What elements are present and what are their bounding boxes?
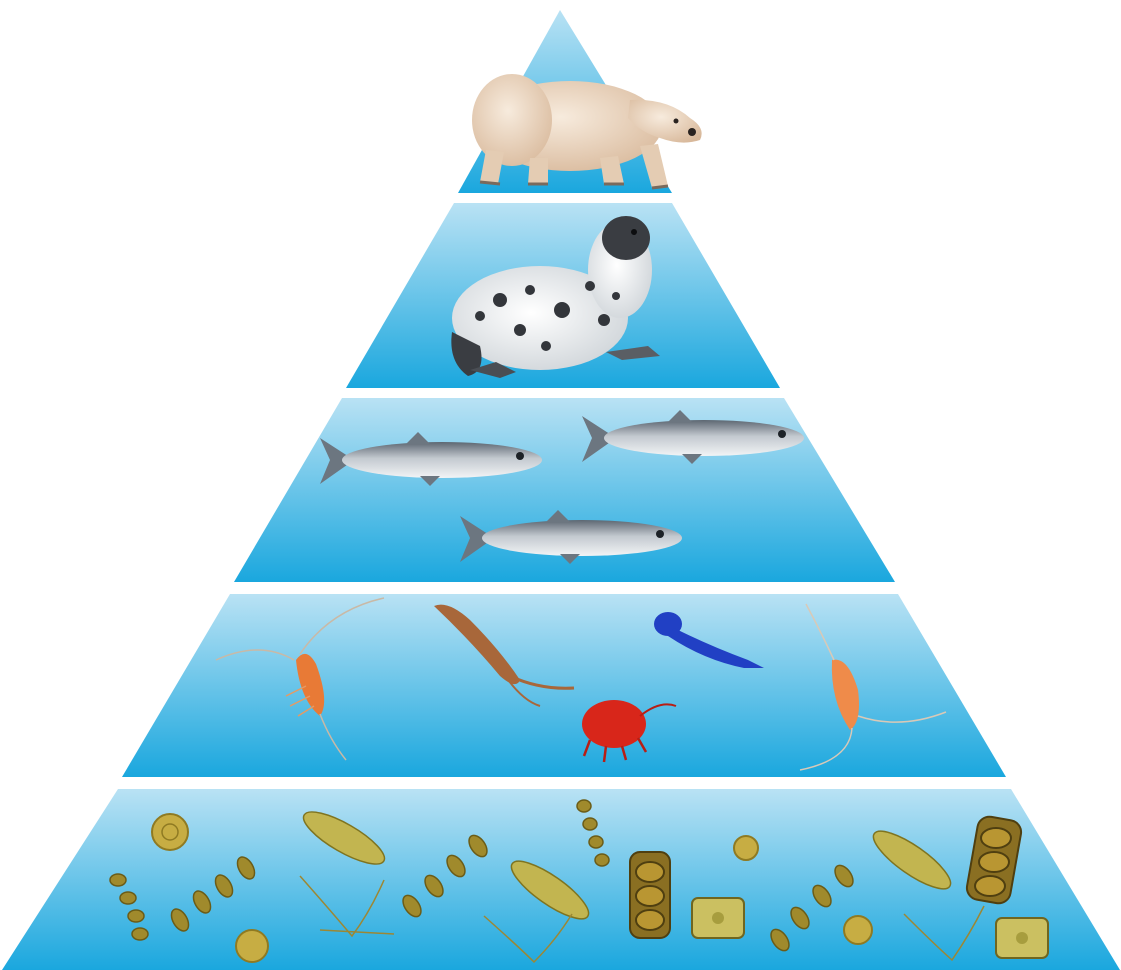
pyramid-level-1	[458, 10, 702, 193]
diatom-barrel-2	[996, 918, 1048, 958]
pyramid-level-4	[122, 594, 1006, 777]
diatom-coin-2	[236, 930, 268, 962]
pyramid-level-5	[2, 789, 1120, 970]
diatom-barrel-1	[692, 898, 744, 938]
diatom-coin-1	[152, 814, 188, 850]
diatom-coin-4	[844, 916, 872, 944]
pyramid-level-2	[346, 203, 780, 388]
level-4-band	[122, 594, 1006, 777]
diatom-coin-3	[734, 836, 758, 860]
diatom-column-1	[630, 852, 670, 938]
pyramid-level-3	[234, 398, 895, 582]
